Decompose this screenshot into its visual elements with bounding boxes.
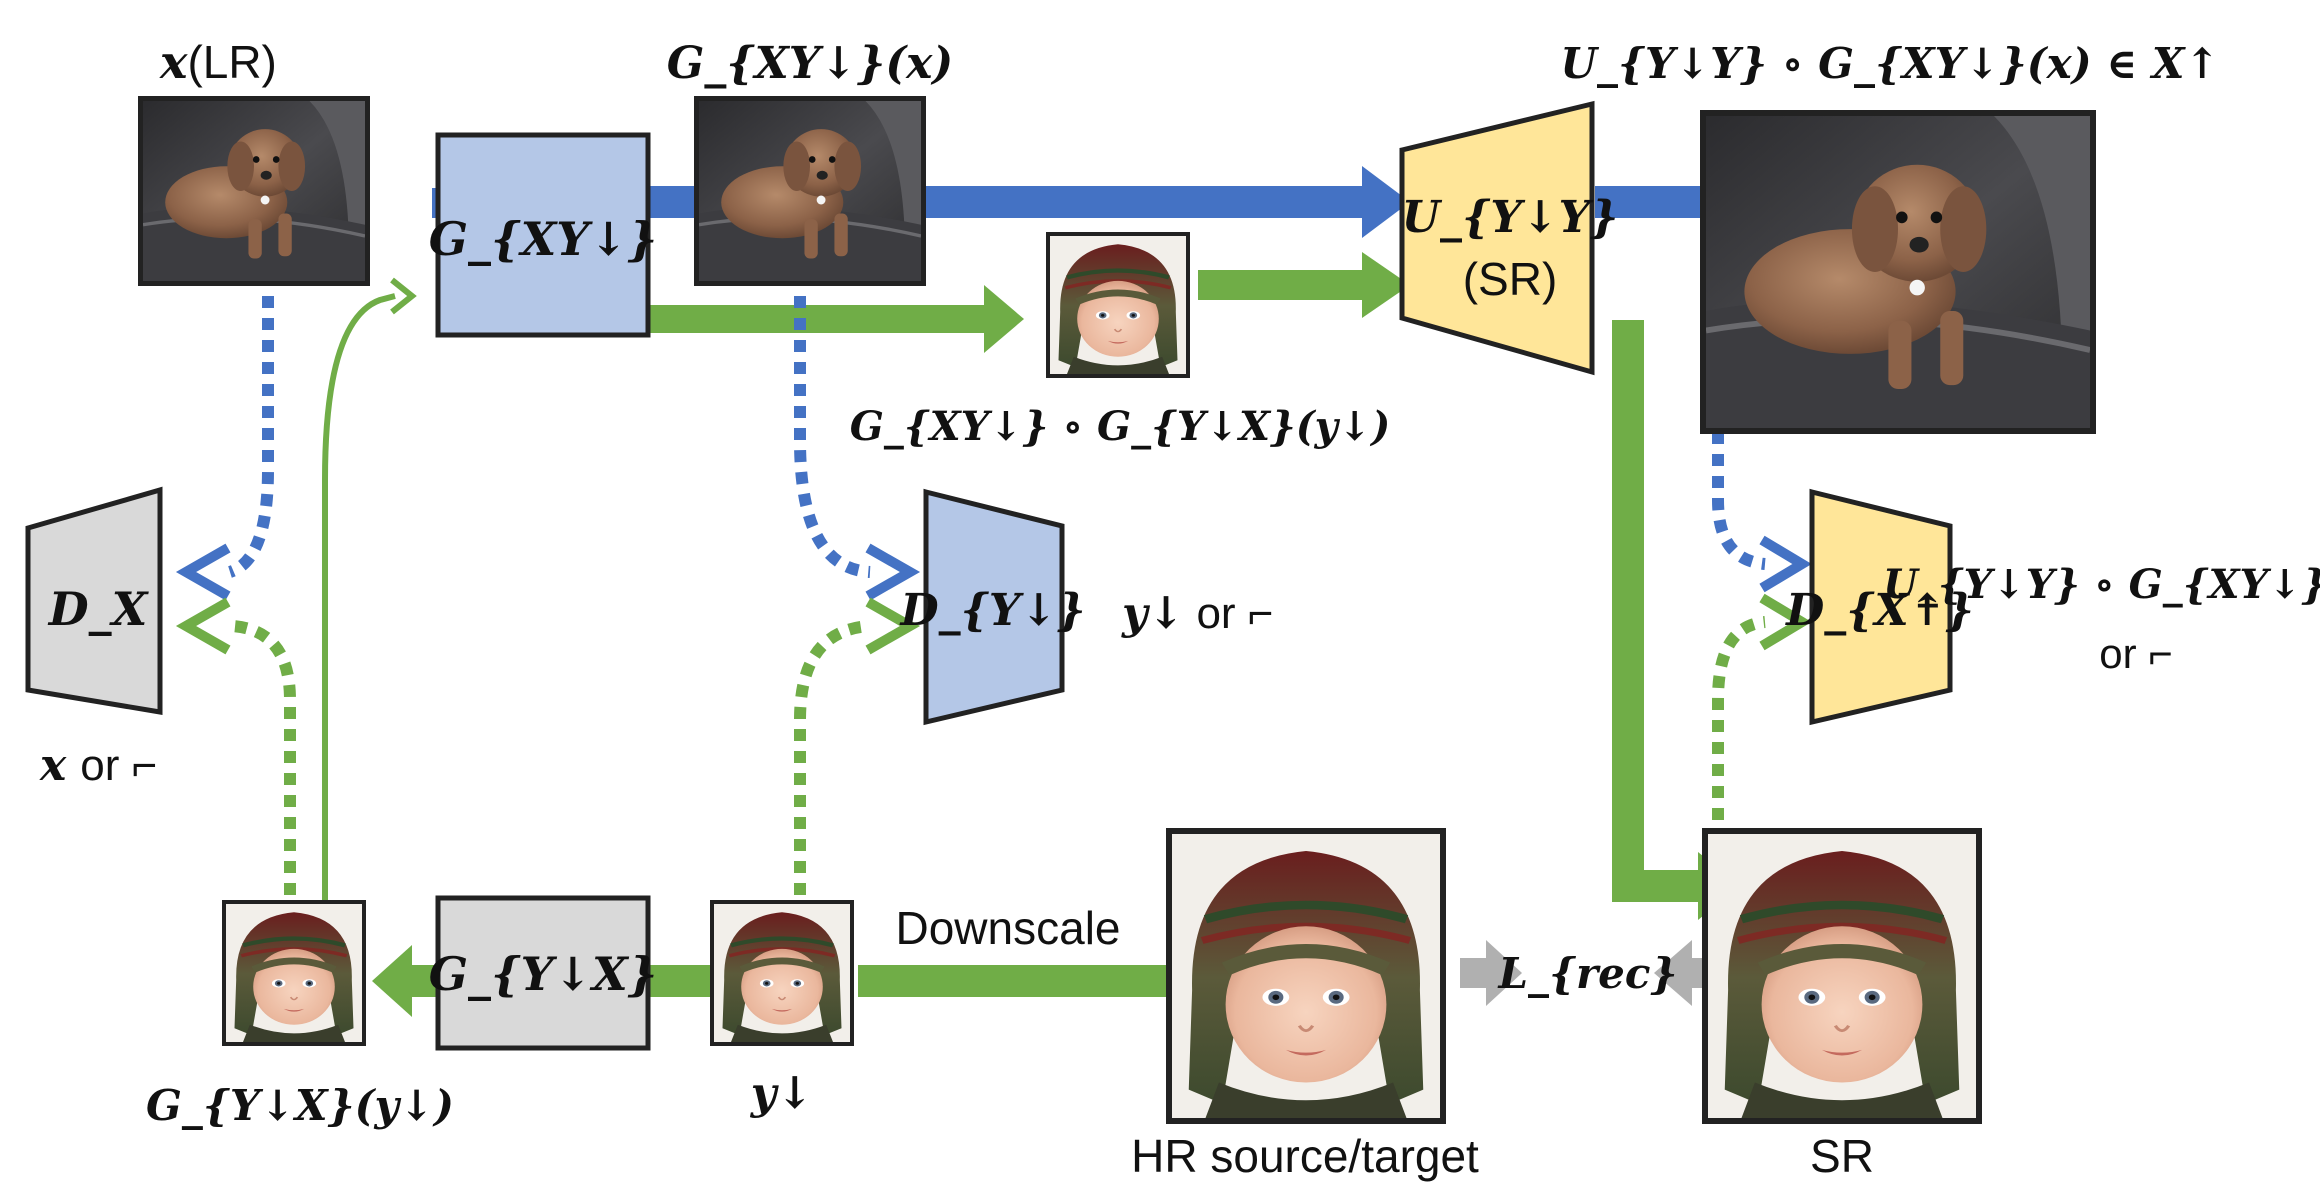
green-dotted-sr-to-dxup bbox=[1712, 616, 1766, 820]
generator-gyx-block bbox=[435, 895, 651, 1051]
label-x-lr-plain: (LR) bbox=[187, 36, 276, 88]
gray-arrow-hr-head bbox=[1486, 940, 1522, 1006]
discriminator-dxup-block bbox=[1809, 488, 1953, 726]
label-x-or-r-plain: or ⌐ bbox=[80, 741, 157, 790]
gray-arrow-hr-shaft bbox=[1460, 958, 1488, 988]
green-arrow-gyx-to-baby-shaft bbox=[410, 965, 440, 997]
label-g-of-x: G_{XY↓}(x) bbox=[667, 38, 953, 89]
label-sr: SR bbox=[1810, 1130, 1874, 1182]
discriminator-dxup-label: D_{X↑} bbox=[1784, 585, 1974, 636]
blocks-layer: G_{XY↓} G_{Y↓X} U_{Y↓Y} (SR) D_X D_{Y↓} … bbox=[25, 100, 1974, 1051]
blue-dotted-out-to-dxup bbox=[1712, 432, 1766, 570]
label-x-or-r: x or ⌐ bbox=[39, 740, 157, 791]
label-x-lr-math: x bbox=[159, 35, 188, 89]
baby-left-image bbox=[226, 904, 362, 1042]
green-arrow-gxy-to-baby-shaft bbox=[648, 305, 988, 333]
baby-top-image bbox=[1050, 236, 1186, 374]
dog-lr-image bbox=[143, 101, 365, 281]
green-arrow-baby-to-u-head bbox=[1362, 252, 1410, 318]
green-arrow-u-to-sr-shaft bbox=[1612, 870, 1702, 902]
dog-gx-image bbox=[699, 101, 921, 281]
label-x-or-r-math: x bbox=[39, 740, 67, 791]
blue-dotted-x-to-dx-head bbox=[175, 543, 231, 601]
discriminator-dx-block bbox=[25, 486, 163, 715]
label-downscale: Downscale bbox=[896, 902, 1121, 954]
label-hr-source-target: HR source/target bbox=[1131, 1130, 1479, 1182]
generator-gxy-block bbox=[435, 132, 651, 338]
label-u-g-x-line1: U_{Y↓Y} ∘ G_{XY↓}(x) bbox=[1883, 561, 2320, 608]
discriminator-dy-label: D_{Y↓} bbox=[898, 585, 1085, 636]
green-dotted-sr-to-dxup-head bbox=[1759, 593, 1812, 651]
label-g-g-ydown: G_{XY↓} ∘ G_{Y↓X}(y↓) bbox=[850, 403, 1391, 450]
label-l-rec: L_{rec} bbox=[1498, 949, 1678, 998]
green-curve-baby-to-gxy bbox=[322, 293, 396, 905]
discriminator-dy-block bbox=[923, 488, 1065, 726]
baby-ydown-image bbox=[714, 904, 850, 1042]
label-u-g-x-in-xup: U_{Y↓Y} ∘ G_{XY↓}(x) ∈ X↑ bbox=[1560, 39, 2219, 88]
green-arrow-baby-to-u-shaft bbox=[1198, 270, 1370, 300]
blue-dotted-gx-to-dy-head bbox=[865, 543, 921, 601]
blue-dotted-x-to-dx bbox=[227, 296, 274, 578]
label-ydown: y↓ bbox=[750, 1068, 813, 1119]
green-arrow-gxy-to-baby-head bbox=[984, 285, 1024, 353]
green-curve-baby-to-gxy-head bbox=[390, 277, 417, 315]
label-ydown-or-r: y↓or ⌐ bbox=[1121, 588, 1273, 639]
images-layer bbox=[138, 96, 2096, 1124]
dog-sr-image bbox=[1706, 116, 2090, 428]
label-ydown-or-r-plain: or ⌐ bbox=[1196, 589, 1273, 638]
baby-hr-image bbox=[1172, 834, 1440, 1118]
upsampler-u-sr-label: (SR) bbox=[1463, 253, 1558, 305]
green-dotted-ydown-to-dy-head bbox=[865, 597, 921, 655]
green-arrow-hr-to-ydown bbox=[858, 965, 1168, 997]
label-g-yx-ydown: G_{Y↓X}(y↓) bbox=[146, 1081, 454, 1130]
generator-gyx-label: G_{Y↓X} bbox=[429, 947, 658, 1001]
label-u-g-x-line2: or ⌐ bbox=[2099, 630, 2173, 677]
green-arrow-gyx-to-baby-head bbox=[372, 945, 412, 1017]
label-x-lr: x(LR) bbox=[159, 35, 277, 89]
generator-gxy-label: G_{XY↓} bbox=[429, 212, 658, 266]
label-ydown-or-r-math: y↓ bbox=[1121, 588, 1184, 639]
blue-arrow-u-to-output-shaft bbox=[1595, 186, 1705, 218]
green-dotted-baby-to-dx bbox=[231, 620, 296, 895]
blue-arrow-gx-to-u-head bbox=[1362, 166, 1410, 238]
blue-dotted-out-to-dxup-head bbox=[1759, 535, 1812, 593]
green-dotted-baby-to-dx-head bbox=[175, 597, 231, 655]
upsampler-u-block bbox=[1399, 100, 1595, 376]
gray-arrow-sr-head bbox=[1654, 940, 1692, 1006]
green-arrow-u-down bbox=[1612, 320, 1644, 900]
upsampler-u-label: U_{Y↓Y} bbox=[1402, 192, 1619, 243]
blue-dotted-gx-to-dy bbox=[794, 296, 871, 578]
discriminator-dx-label: D_X bbox=[47, 582, 150, 636]
labels-layer: x(LR) G_{XY↓}(x) U_{Y↓Y} ∘ G_{XY↓}(x) ∈ … bbox=[39, 35, 2320, 1182]
green-arrow-ydown-to-gyx bbox=[650, 965, 710, 997]
baby-sr-image bbox=[1708, 834, 1976, 1118]
green-dotted-ydown-to-dy bbox=[794, 620, 871, 895]
